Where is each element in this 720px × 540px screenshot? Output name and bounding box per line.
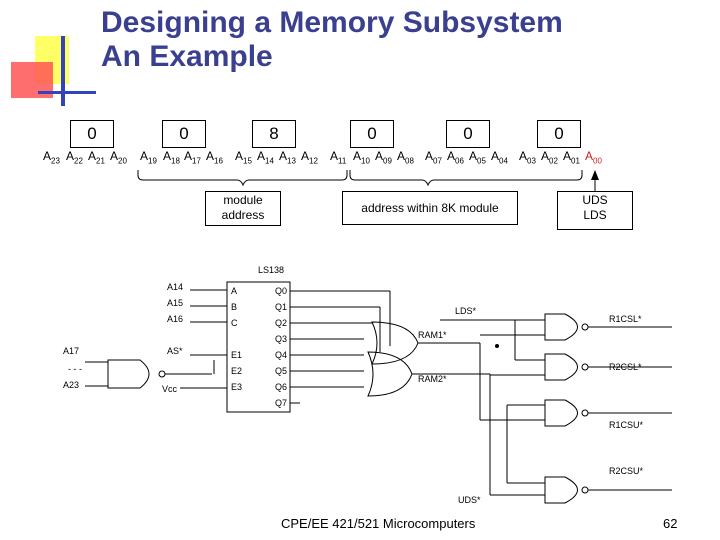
page-number: 62: [663, 516, 678, 531]
address-bit-a13: A13: [279, 149, 296, 166]
cs-r2csl: R2CSL*: [609, 362, 642, 372]
deco-blue-vertical-line: [61, 36, 65, 106]
address-within-brace: [349, 170, 583, 187]
address-bit-a12: A12: [301, 149, 318, 166]
uds-label: UDS: [582, 193, 608, 207]
hex-digit-box: 0: [537, 120, 581, 148]
address-within-label: address within 8K module: [361, 201, 499, 215]
r2csl-nand-gate: [544, 353, 578, 381]
address-bit-a14: A14: [257, 149, 274, 166]
address-bit-a15: A15: [235, 149, 252, 166]
ram1-signal: RAM1*: [418, 330, 447, 340]
uds-signal: UDS*: [458, 495, 481, 505]
address-nand-gate: [107, 359, 150, 389]
r1csu-nand-gate: [544, 399, 578, 427]
module-address-box: module address: [205, 191, 281, 226]
address-bit-a20: A20: [110, 149, 127, 166]
slide-title: Designing a Memory Subsystem An Example: [101, 6, 563, 74]
module-address-label: module address: [221, 193, 265, 222]
nand-input-dots: - - -: [68, 364, 82, 374]
address-bit-a09: A09: [375, 149, 392, 166]
input-a16: A16: [167, 314, 183, 324]
cs-r1csu: R1CSU*: [609, 420, 644, 430]
r2csu-nand-gate: [544, 476, 578, 504]
hex-digit-box: 0: [446, 120, 490, 148]
input-a14: A14: [167, 282, 183, 292]
address-bit-a08: A08: [397, 149, 414, 166]
address-bit-a03: A03: [519, 149, 536, 166]
r1csl-nand-gate: [544, 313, 578, 341]
junction-dot: [495, 344, 499, 348]
module-address-brace: [137, 170, 348, 187]
address-bit-a06: A06: [447, 149, 464, 166]
output-pin-q4: Q4: [275, 350, 287, 360]
ram2-or-gate: [367, 351, 413, 397]
output-pin-q3: Q3: [275, 334, 287, 344]
address-bit-a21: A21: [88, 149, 105, 166]
pin-e2: E2: [231, 366, 242, 376]
cs-r2csu: R2CSU*: [609, 466, 644, 476]
address-bit-a01: A01: [563, 149, 580, 166]
pin-e3: E3: [231, 382, 242, 392]
address-bit-a11: A11: [330, 149, 347, 166]
address-bit-a19: A19: [140, 149, 157, 166]
address-bit-a07: A07: [425, 149, 442, 166]
output-pin-q7: Q7: [275, 398, 287, 408]
address-within-box: address within 8K module: [342, 191, 518, 225]
lds-signal: LDS*: [455, 306, 477, 316]
pin-a: A: [231, 286, 237, 296]
pin-b: B: [231, 302, 237, 312]
hex-digit-box: 0: [162, 120, 206, 148]
address-bit-a22: A22: [66, 149, 83, 166]
output-pin-q1: Q1: [275, 302, 287, 312]
pin-e1: E1: [231, 350, 242, 360]
lds-label: LDS: [583, 208, 607, 222]
title-line-2: An Example: [101, 40, 273, 73]
nand-input-a23: A23: [63, 380, 79, 390]
address-bit-a00: A00: [585, 149, 602, 166]
input-a15: A15: [167, 298, 183, 308]
hex-digit-box: 8: [252, 120, 296, 148]
as-signal: AS*: [167, 346, 183, 356]
address-bit-a23: A23: [43, 149, 60, 166]
chip-name: LS138: [258, 265, 284, 275]
hex-digit-box: 0: [70, 120, 114, 148]
hex-digit-box: 0: [350, 120, 394, 148]
nand-input-a17: A17: [63, 346, 79, 356]
output-pin-q2: Q2: [275, 318, 287, 328]
address-bit-a05: A05: [469, 149, 486, 166]
uds-lds-box: UDS LDS: [557, 191, 633, 230]
address-bit-a10: A10: [353, 149, 370, 166]
title-line-1: Designing a Memory Subsystem: [101, 6, 563, 39]
address-bit-a17: A17: [184, 149, 201, 166]
address-bit-a18: A18: [163, 149, 180, 166]
cs-r1csl: R1CSL*: [609, 314, 642, 324]
footer-text: CPE/EE 421/521 Microcomputers: [281, 516, 476, 531]
vcc-signal: Vcc: [162, 384, 178, 394]
output-pin-q5: Q5: [275, 366, 287, 376]
ram1-or-gate: [371, 321, 419, 365]
ls138-chip: [226, 281, 291, 413]
address-bit-a16: A16: [206, 149, 223, 166]
ram2-signal: RAM2*: [418, 374, 447, 384]
address-bit-a04: A04: [491, 149, 508, 166]
address-bit-a02: A02: [541, 149, 558, 166]
deco-blue-horizontal-line: [38, 91, 96, 94]
output-pin-q0: Q0: [275, 286, 287, 296]
output-pin-q6: Q6: [275, 382, 287, 392]
pin-c: C: [231, 318, 238, 328]
